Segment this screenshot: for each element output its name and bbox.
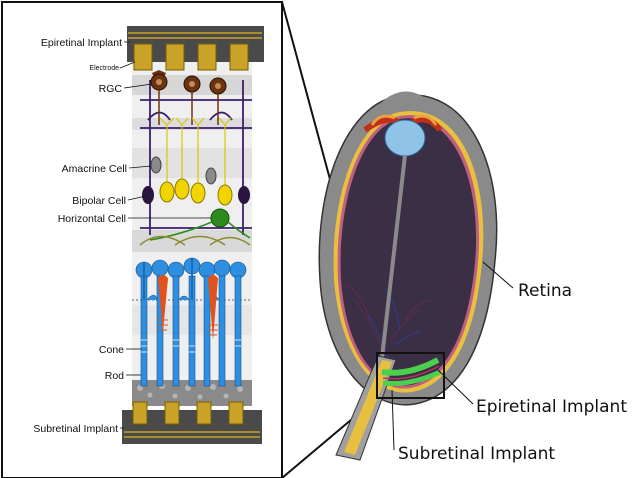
label-rod: Rod [105, 370, 124, 382]
rgc-cells [150, 70, 227, 125]
label-bipolar-cell: Bipolar Cell [72, 195, 126, 207]
label-rgc: RGC [99, 83, 123, 95]
iris-right [410, 116, 443, 132]
vitreous-interior [340, 118, 477, 386]
epiretinal-implant-bar [127, 26, 264, 71]
label-retina: Retina [518, 281, 572, 301]
label-subretinal-implant-left: Subretinal Implant [33, 423, 118, 435]
amacrine-cells [150, 156, 217, 185]
epiretinal-implant-band [381, 357, 440, 376]
retina-cross-section: Epiretinal Implant Electrode RGC Amacrin… [1, 1, 283, 478]
blood-vessels [344, 284, 431, 356]
label-amacrine-cell: Amacrine Cell [62, 163, 127, 175]
left-panel-border [1, 1, 283, 478]
subretinal-implant-band [382, 369, 442, 386]
right-leader-lines [391, 261, 514, 451]
eye-illustration: Retina Epiretinal Implant Subretinal Imp… [318, 91, 627, 464]
lens [384, 119, 426, 157]
photoreceptors [135, 257, 247, 387]
label-epiretinal-implant-left: Epiretinal Implant [41, 37, 122, 49]
label-subretinal-implant-right: Subretinal Implant [398, 444, 555, 464]
horizontal-cell [149, 208, 251, 241]
left-leader-lines [119, 41, 211, 429]
label-horizontal-cell: Horizontal Cell [58, 213, 126, 225]
cornea [367, 91, 436, 125]
label-cone: Cone [99, 344, 124, 356]
light-path [380, 154, 407, 359]
iris-left [363, 116, 400, 133]
bipolar-cells [142, 178, 250, 206]
optic-nerve [344, 360, 392, 455]
label-epiretinal-implant-right: Epiretinal Implant [476, 397, 627, 417]
bipolar-dendrites [159, 117, 232, 185]
synaptic-arcs [139, 235, 251, 246]
label-electrode: Electrode [89, 65, 119, 72]
subretinal-implant-bar [122, 401, 262, 444]
